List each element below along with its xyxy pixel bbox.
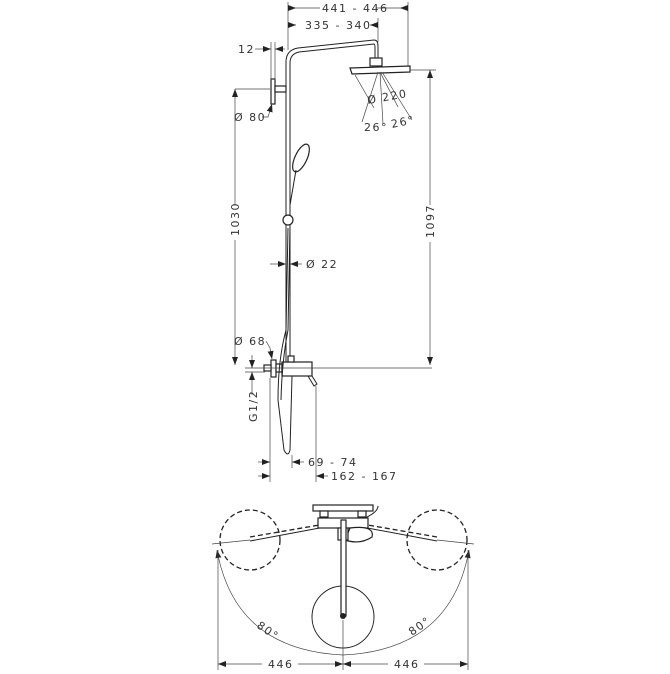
dim-spray-angle-right: 26° xyxy=(390,113,416,131)
dim-bracket-height: 1030 xyxy=(229,202,242,236)
dim-connection: G1/2 xyxy=(247,390,260,422)
swing-arc xyxy=(215,549,471,656)
mixer-lever xyxy=(307,375,318,387)
elevation-view: 441 - 446 335 - 340 12 Ø 80 Ø 220 26° 26… xyxy=(229,2,437,483)
wall-bracket-disc xyxy=(270,78,276,105)
dim-overall-projection: 441 - 446 xyxy=(322,2,388,15)
hand-shower xyxy=(292,143,310,173)
dim-mixer-diameter: Ø 68 xyxy=(234,335,266,348)
dim-mixer-projection: 162 - 167 xyxy=(331,470,397,483)
mixer-disc xyxy=(270,359,277,378)
dim-left-width: 446 xyxy=(268,658,294,671)
hose xyxy=(277,227,293,455)
dim-right-angle: 80° xyxy=(406,614,433,638)
shower-head-plate xyxy=(349,65,411,75)
dim-wall-offset: 12 xyxy=(238,43,255,56)
dim-arm-projection: 335 - 340 xyxy=(305,19,371,32)
plan-view: 80° 80° 446 446 xyxy=(211,504,475,671)
plan-arm xyxy=(340,519,347,617)
dim-right-width: 446 xyxy=(394,658,420,671)
swing-range-right xyxy=(406,509,468,571)
dim-head-height: 1097 xyxy=(424,204,437,238)
slider xyxy=(282,214,294,226)
dim-bracket-diameter: Ø 80 xyxy=(234,111,266,124)
dim-hose-offset: 69 - 74 xyxy=(308,456,357,469)
swing-range-left xyxy=(219,509,281,571)
riser-pipe xyxy=(285,39,379,365)
plan-mixer xyxy=(312,504,374,512)
shower-head xyxy=(369,57,383,67)
dim-pipe-diameter: Ø 22 xyxy=(306,258,338,271)
dim-spray-angle-left: 26° xyxy=(364,121,388,134)
